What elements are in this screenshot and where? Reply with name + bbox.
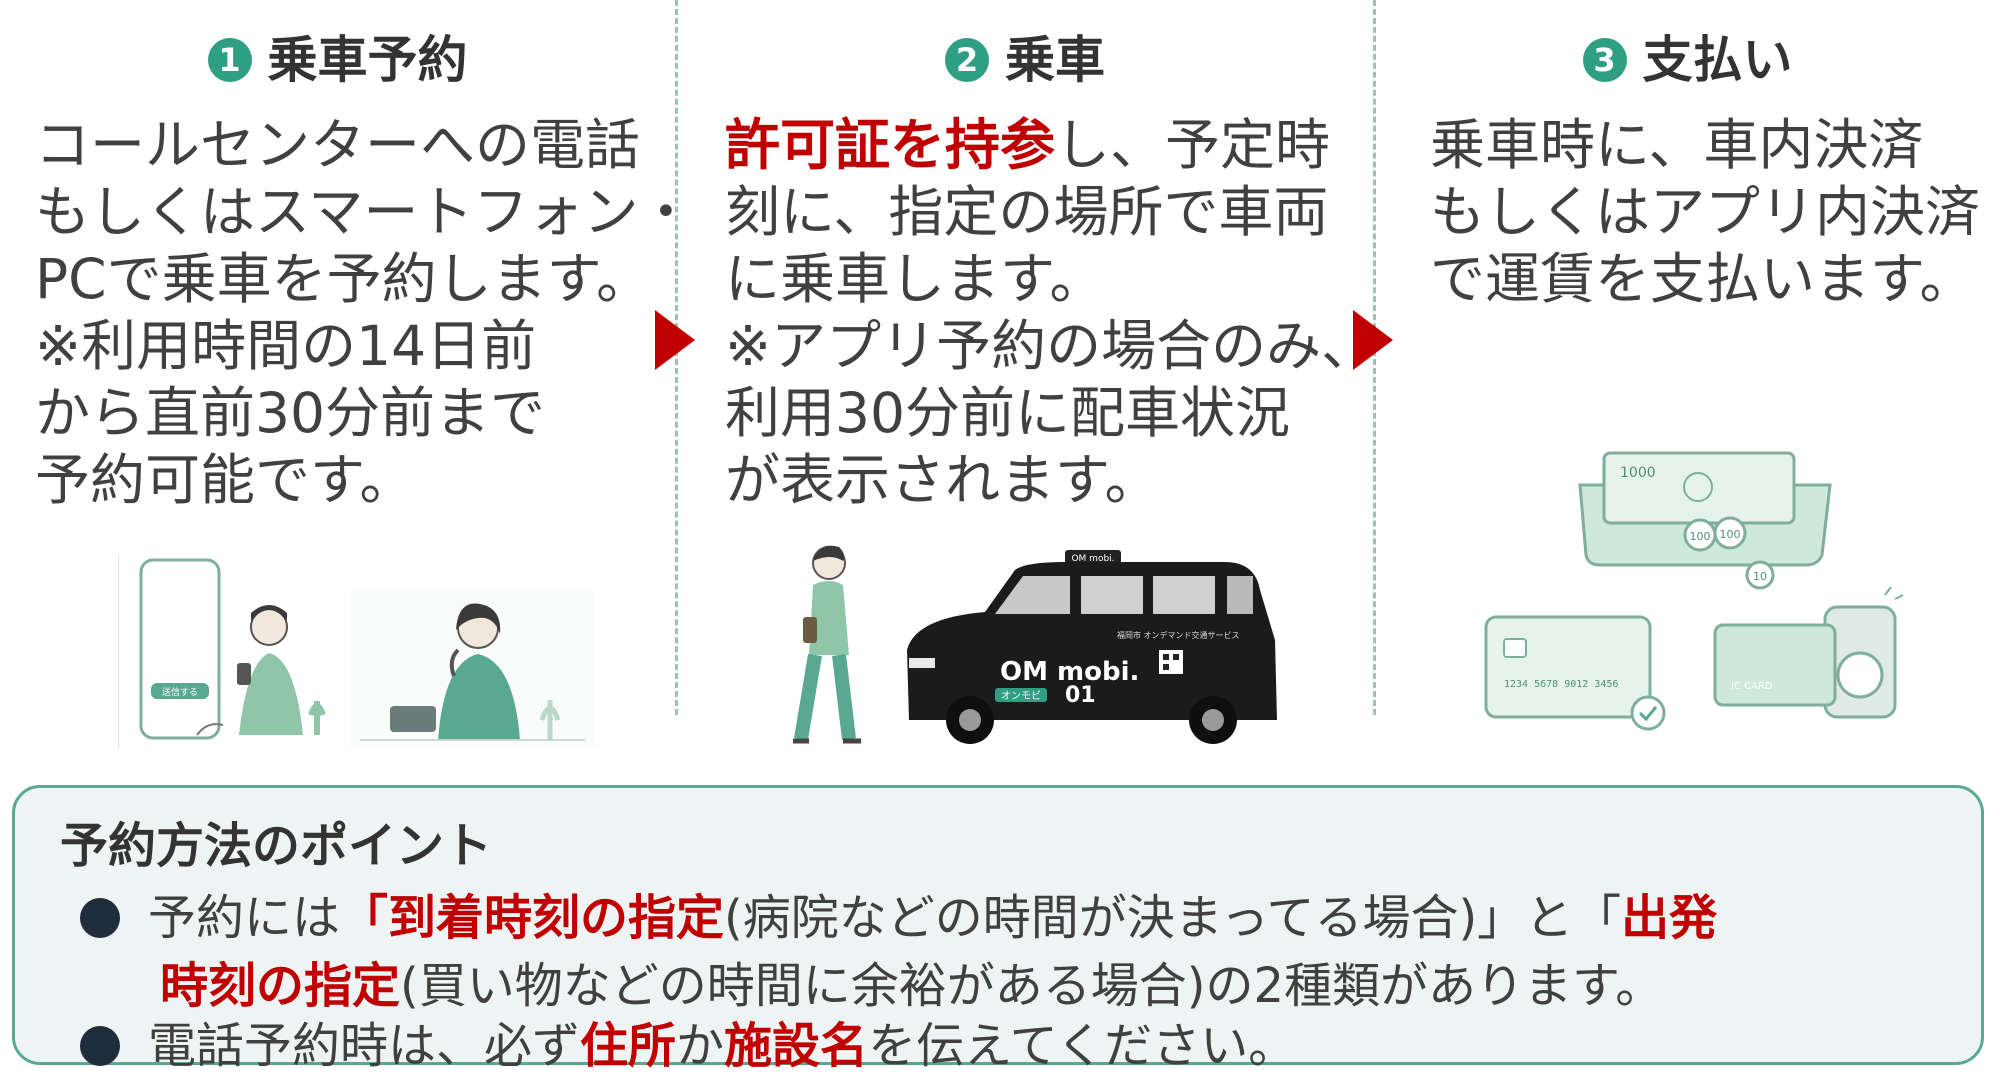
- point-bullet-1-continued: 時刻の指定(買い物などの時間に余裕がある場合)の2種類があります。: [160, 946, 1663, 1016]
- desc-line: もしくはスマートフォン・: [35, 180, 694, 244]
- desc-text: し、予定時: [1055, 113, 1331, 177]
- desc-line: 予約可能です。: [35, 448, 415, 512]
- step-title: 乗車予約: [267, 31, 468, 89]
- bullet-text: 予約には: [148, 890, 341, 946]
- step-number-badge: 2: [945, 38, 989, 82]
- bullet-icon: [80, 1026, 120, 1066]
- desc-line: 利用30分前に配車状況: [725, 381, 1290, 445]
- bullet-text: (買い物などの時間に余裕がある場合)の2種類があります。: [400, 958, 1664, 1014]
- bullet-text: を伝えてください。: [868, 1018, 1297, 1074]
- desc-line: もしくはアプリ内決済: [1430, 180, 1981, 244]
- phone-send-button-label: 送信する: [162, 686, 198, 698]
- desc-line: 刻に、指定の場所で車両: [725, 180, 1329, 244]
- point-bullet-1: 予約には「到着時刻の指定(病院などの時間が決まってる場合)」と「出発: [80, 878, 1717, 948]
- step-number-badge: 1: [207, 38, 252, 82]
- desc-line: 乗車時に、車内決済: [1430, 113, 1924, 177]
- taxi-brand-text: OM mobi.: [1000, 657, 1139, 687]
- phone-call-illustration: [350, 590, 595, 748]
- taxi-roof-sign: OM mobi.: [1071, 554, 1114, 564]
- coin-value-text: 100: [1720, 528, 1741, 541]
- points-title: 予約方法のポイント: [60, 818, 493, 874]
- bullet-text: か: [676, 1018, 725, 1074]
- address-highlight: 住所: [580, 1018, 677, 1074]
- taxi-illustration: OM mobi. OM mobi. オンモビ 01 福岡市 オンデマンド交通サー…: [895, 530, 1290, 748]
- step-title: 乗車: [1005, 31, 1105, 89]
- smartphone-reservation-illustration: 送信する: [118, 555, 349, 748]
- step-heading: 1 乗車予約: [0, 30, 675, 90]
- desc-line: が表示されます。: [725, 448, 1160, 512]
- step-heading: 3 支払い: [1375, 30, 2000, 90]
- step-number-badge: 3: [1582, 38, 1627, 82]
- step-title: 支払い: [1642, 31, 1793, 89]
- bullet-icon: [80, 898, 120, 938]
- permit-highlight: 許可証を持参: [725, 113, 1056, 177]
- facility-name-highlight: 施設名: [724, 1018, 869, 1074]
- desc-line: に乗車します。: [725, 247, 1105, 311]
- step-reservation: 1 乗車予約 コールセンターへの電話 もしくはスマートフォン・ PCで乗車を予約し…: [0, 0, 694, 720]
- coin-value-text: 100: [1690, 530, 1711, 543]
- bullet-text: 電話予約時は、必ず: [148, 1018, 581, 1074]
- bill-value-text: 1000: [1620, 465, 1656, 481]
- ic-card-label: IC CARD: [1731, 681, 1773, 692]
- desc-line: から直前30分前まで: [35, 381, 545, 445]
- step-description: 許可証を持参し、予定時 刻に、指定の場所で車両 に乗車します。 ※アプリ予約の場…: [725, 112, 1377, 514]
- step-description: コールセンターへの電話 もしくはスマートフォン・ PCで乗車を予約します。 ※利…: [35, 112, 694, 514]
- point-bullet-2: 電話予約時は、必ず住所か施設名を伝えてください。: [80, 1006, 1296, 1076]
- next-step-arrow: [655, 310, 695, 370]
- desc-line: PCで乗車を予約します。: [35, 247, 652, 311]
- step-boarding: 2 乗車 許可証を持参し、予定時 刻に、指定の場所で車両 に乗車します。 ※アプリ…: [675, 0, 1377, 720]
- bullet-text: (病院などの時間が決まってる場合)」と「: [724, 890, 1622, 946]
- reservation-points-box: 予約方法のポイント 予約には「到着時刻の指定(病院などの時間が決まってる場合)」…: [12, 785, 1984, 1074]
- desc-line: で運賃を支払います。: [1430, 247, 1975, 311]
- desc-line: ※利用時間の14日前: [35, 314, 537, 378]
- cash-tray-illustration: 1000 100 100 10: [1560, 425, 1850, 590]
- taxi-number-text: 01: [1065, 683, 1096, 708]
- desc-line: コールセンターへの電話: [35, 113, 641, 177]
- step-description: 乗車時に、車内決済 もしくはアプリ内決済 で運賃を支払います。: [1430, 112, 2000, 313]
- next-step-arrow: [1353, 310, 1393, 370]
- step-payment: 3 支払い 乗車時に、車内決済 もしくはアプリ内決済 で運賃を支払います。: [1375, 0, 2000, 720]
- card-number-text: 1234 5678 9012 3456: [1504, 679, 1618, 690]
- arrival-time-highlight: 「到着時刻の指定: [340, 890, 725, 946]
- departure-time-highlight: 時刻の指定: [160, 958, 401, 1014]
- taxi-tagline-text: 福岡市 オンデマンド交通サービス: [1117, 630, 1240, 640]
- walking-passenger-illustration: [785, 535, 865, 747]
- taxi-sub-text: オンモビ: [1001, 690, 1041, 702]
- departure-highlight: 出発: [1621, 890, 1718, 946]
- ic-card-illustration: IC CARD: [1695, 585, 1910, 745]
- desc-line: 許可証を持参し、予定時: [725, 112, 1355, 179]
- credit-card-illustration: 1234 5678 9012 3456: [1468, 595, 1683, 747]
- coin-value-text: 10: [1753, 570, 1767, 583]
- desc-line: ※アプリ予約の場合のみ、: [725, 314, 1377, 378]
- step-heading: 2 乗車: [675, 30, 1375, 90]
